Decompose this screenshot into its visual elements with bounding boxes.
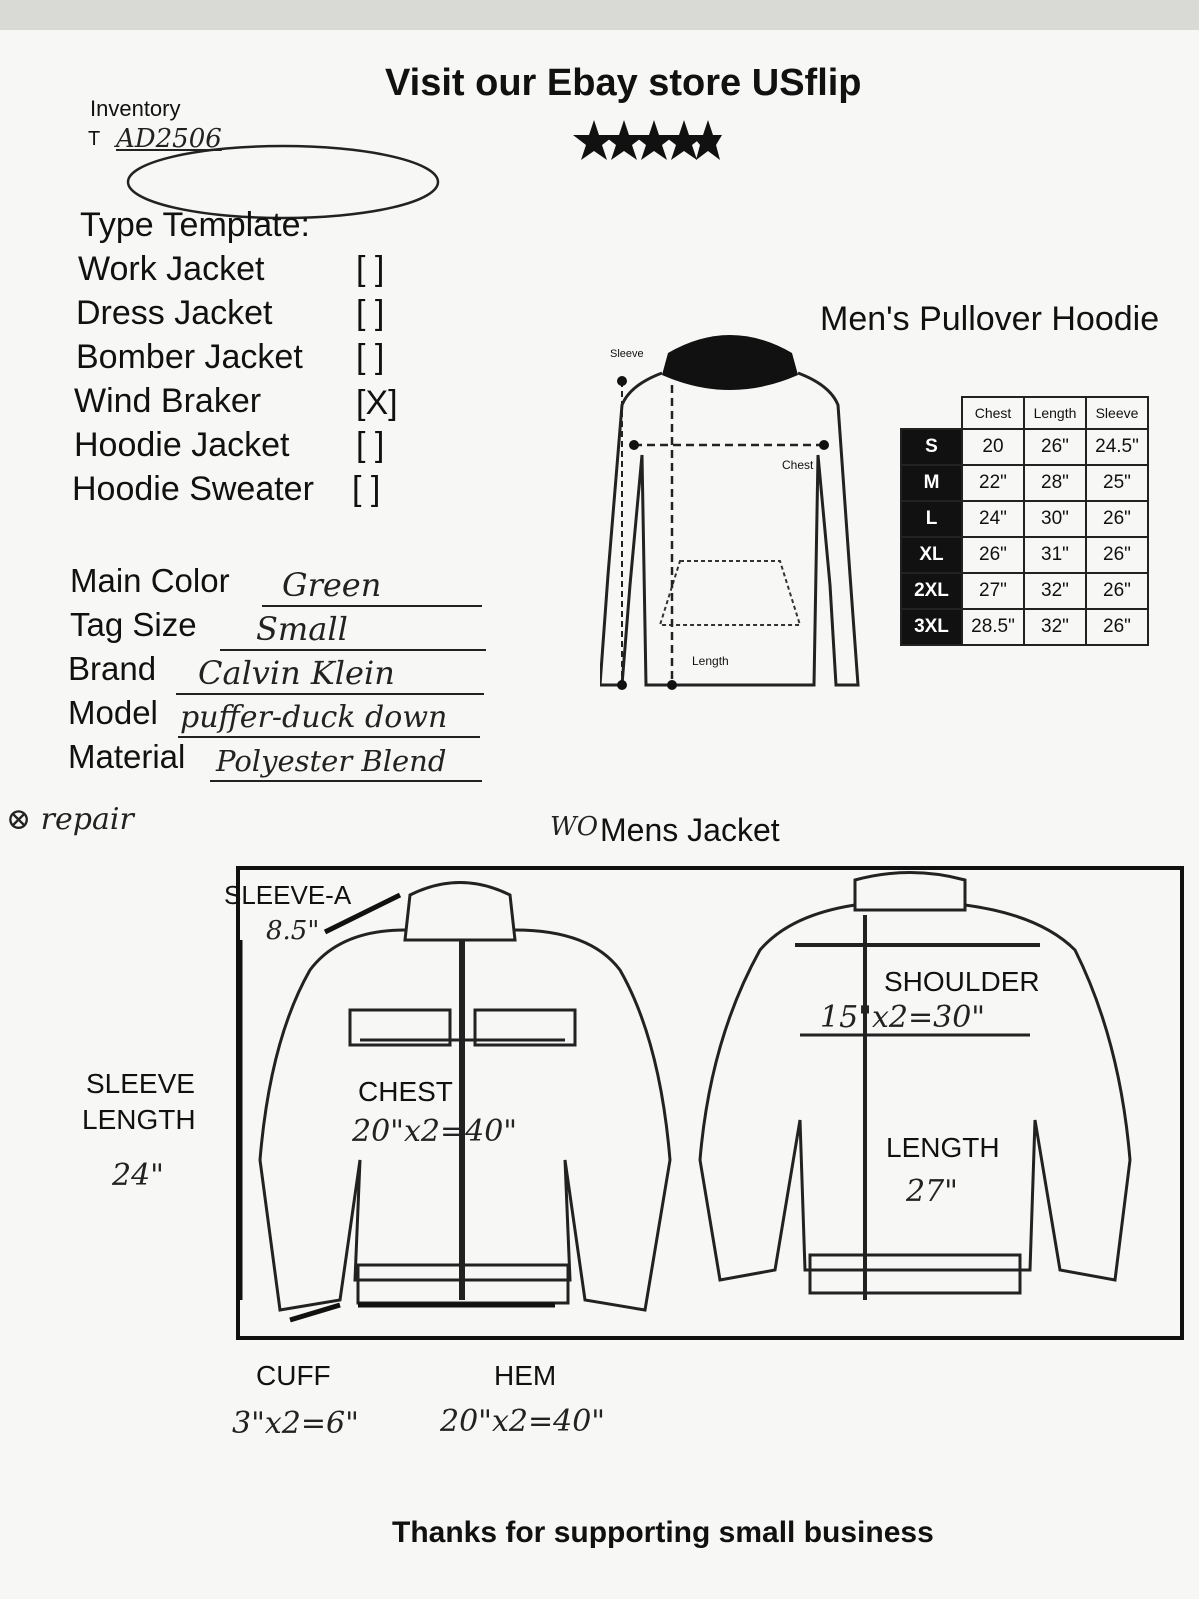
hoodie-title: Men's Pullover Hoodie	[820, 300, 1160, 338]
tag-size-line	[220, 649, 486, 651]
sleeve-length-label-2: LENGTH	[82, 1104, 196, 1135]
size-row-s: S 20 26" 24.5"	[900, 428, 1149, 466]
footer-thanks: Thanks for supporting small business	[392, 1516, 934, 1549]
size-row-m: M 22" 28" 25"	[900, 464, 1149, 502]
material-line	[210, 780, 482, 782]
hoodie-sleeve-label: Sleeve	[610, 348, 644, 360]
brand-line	[176, 693, 484, 695]
tag-size-label: Tag Size	[70, 606, 197, 643]
material-label: Material	[68, 738, 186, 775]
header-spacer	[901, 397, 962, 429]
size-row-2xl: 2XL 27" 32" 26"	[900, 572, 1149, 610]
brand-value: Calvin Klein	[198, 654, 395, 692]
option-hoodie-jacket: Hoodie Jacket	[74, 426, 290, 464]
sleeve-cell: 26"	[1085, 536, 1149, 574]
tag-size-value: Small	[256, 610, 348, 648]
chest-cell: 26"	[961, 536, 1025, 574]
hoodie-chest-label: Chest	[782, 458, 814, 472]
type-template-title: Type Template:	[80, 206, 310, 244]
store-title: Visit our Ebay store USflip	[385, 62, 862, 104]
length-cell: 26"	[1023, 428, 1087, 466]
chest-cell: 28.5"	[961, 608, 1025, 646]
chest-label: CHEST	[358, 1076, 453, 1107]
option-hoodie-sweater: Hoodie Sweater	[72, 470, 314, 508]
sleeve-length-label-1: SLEEVE	[86, 1068, 195, 1099]
stars-icon	[573, 120, 722, 160]
size-cell: L	[900, 500, 963, 538]
hoodie-size-table: Chest Length Sleeve S 20 26" 24.5" M 22"…	[900, 396, 1149, 646]
header-length: Length	[1023, 396, 1087, 430]
chest-cell: 22"	[961, 464, 1025, 502]
hem-label: HEM	[494, 1360, 557, 1391]
sleeve-cell: 25"	[1085, 464, 1149, 502]
inventory-prefix: T	[88, 128, 101, 150]
size-cell: 2XL	[900, 572, 963, 610]
checkbox-hoodie-jacket: [ ]	[356, 426, 385, 464]
chest-value: 20"x2=40"	[352, 1114, 518, 1149]
size-cell: XL	[900, 536, 963, 574]
sleeve-a-label: SLEEVE-A	[224, 880, 352, 910]
option-bomber-jacket: Bomber Jacket	[76, 338, 303, 376]
chest-cell: 24"	[961, 500, 1025, 538]
length-cell: 31"	[1023, 536, 1087, 574]
checkbox-wind-braker: [X]	[356, 384, 398, 422]
length-cell: 30"	[1023, 500, 1087, 538]
size-row-3xl: 3XL 28.5" 32" 26"	[900, 608, 1149, 646]
sleeve-cell: 26"	[1085, 608, 1149, 646]
sleeve-length-value: 24"	[112, 1158, 164, 1193]
hem-value: 20"x2=40"	[440, 1404, 606, 1439]
hoodie-illustration	[600, 335, 860, 690]
checkbox-dress-jacket: [ ]	[356, 294, 385, 332]
chest-cell: 20	[961, 428, 1025, 466]
checkbox-bomber-jacket: [ ]	[356, 338, 385, 376]
chest-cell: 27"	[961, 572, 1025, 610]
jacket-illustration	[236, 866, 1184, 1340]
header-chest: Chest	[961, 396, 1025, 430]
size-row-xl: XL 26" 31" 26"	[900, 536, 1149, 574]
shoulder-value: 15"x2=30"	[820, 1000, 986, 1035]
size-cell: M	[900, 464, 963, 502]
cuff-label: CUFF	[256, 1360, 331, 1391]
brand-label: Brand	[68, 650, 157, 687]
option-work-jacket: Work Jacket	[78, 250, 265, 288]
model-label: Model	[68, 694, 158, 731]
model-line	[178, 736, 480, 738]
hand-drawn-oval	[126, 144, 440, 220]
inventory-label: Inventory	[90, 96, 181, 121]
sleeve-cell: 24.5"	[1085, 428, 1149, 466]
option-wind-braker: Wind Braker	[74, 382, 262, 420]
hoodie-length-label: Length	[692, 654, 729, 668]
main-color-label: Main Color	[70, 562, 230, 599]
jacket-title: Mens Jacket	[600, 812, 780, 848]
checkbox-hoodie-sweater: [ ]	[352, 470, 381, 508]
length-cell: 28"	[1023, 464, 1087, 502]
cuff-value: 3"x2=6"	[232, 1406, 359, 1441]
sleeve-cell: 26"	[1085, 572, 1149, 610]
size-cell: S	[900, 428, 963, 466]
repair-note: ⊗ repair	[6, 802, 134, 837]
shoulder-label: SHOULDER	[884, 966, 1040, 997]
length-value: 27"	[906, 1174, 958, 1209]
model-value: puffer-duck down	[180, 700, 448, 735]
inventory-value: AD2506	[116, 124, 222, 154]
size-row-l: L 24" 30" 26"	[900, 500, 1149, 538]
wo-note: WO	[550, 812, 599, 842]
main-color-line	[262, 605, 482, 607]
length-cell: 32"	[1023, 608, 1087, 646]
material-value: Polyester Blend	[216, 744, 447, 778]
sleeve-a-value: 8.5"	[266, 916, 320, 946]
header-sleeve: Sleeve	[1085, 396, 1149, 430]
main-color-value: Green	[282, 566, 382, 604]
length-cell: 32"	[1023, 572, 1087, 610]
sleeve-cell: 26"	[1085, 500, 1149, 538]
option-dress-jacket: Dress Jacket	[76, 294, 273, 332]
checkbox-work-jacket: [ ]	[356, 250, 385, 288]
size-cell: 3XL	[900, 608, 963, 646]
length-label: LENGTH	[886, 1132, 1000, 1163]
size-table-header: Chest Length Sleeve	[901, 396, 1149, 430]
